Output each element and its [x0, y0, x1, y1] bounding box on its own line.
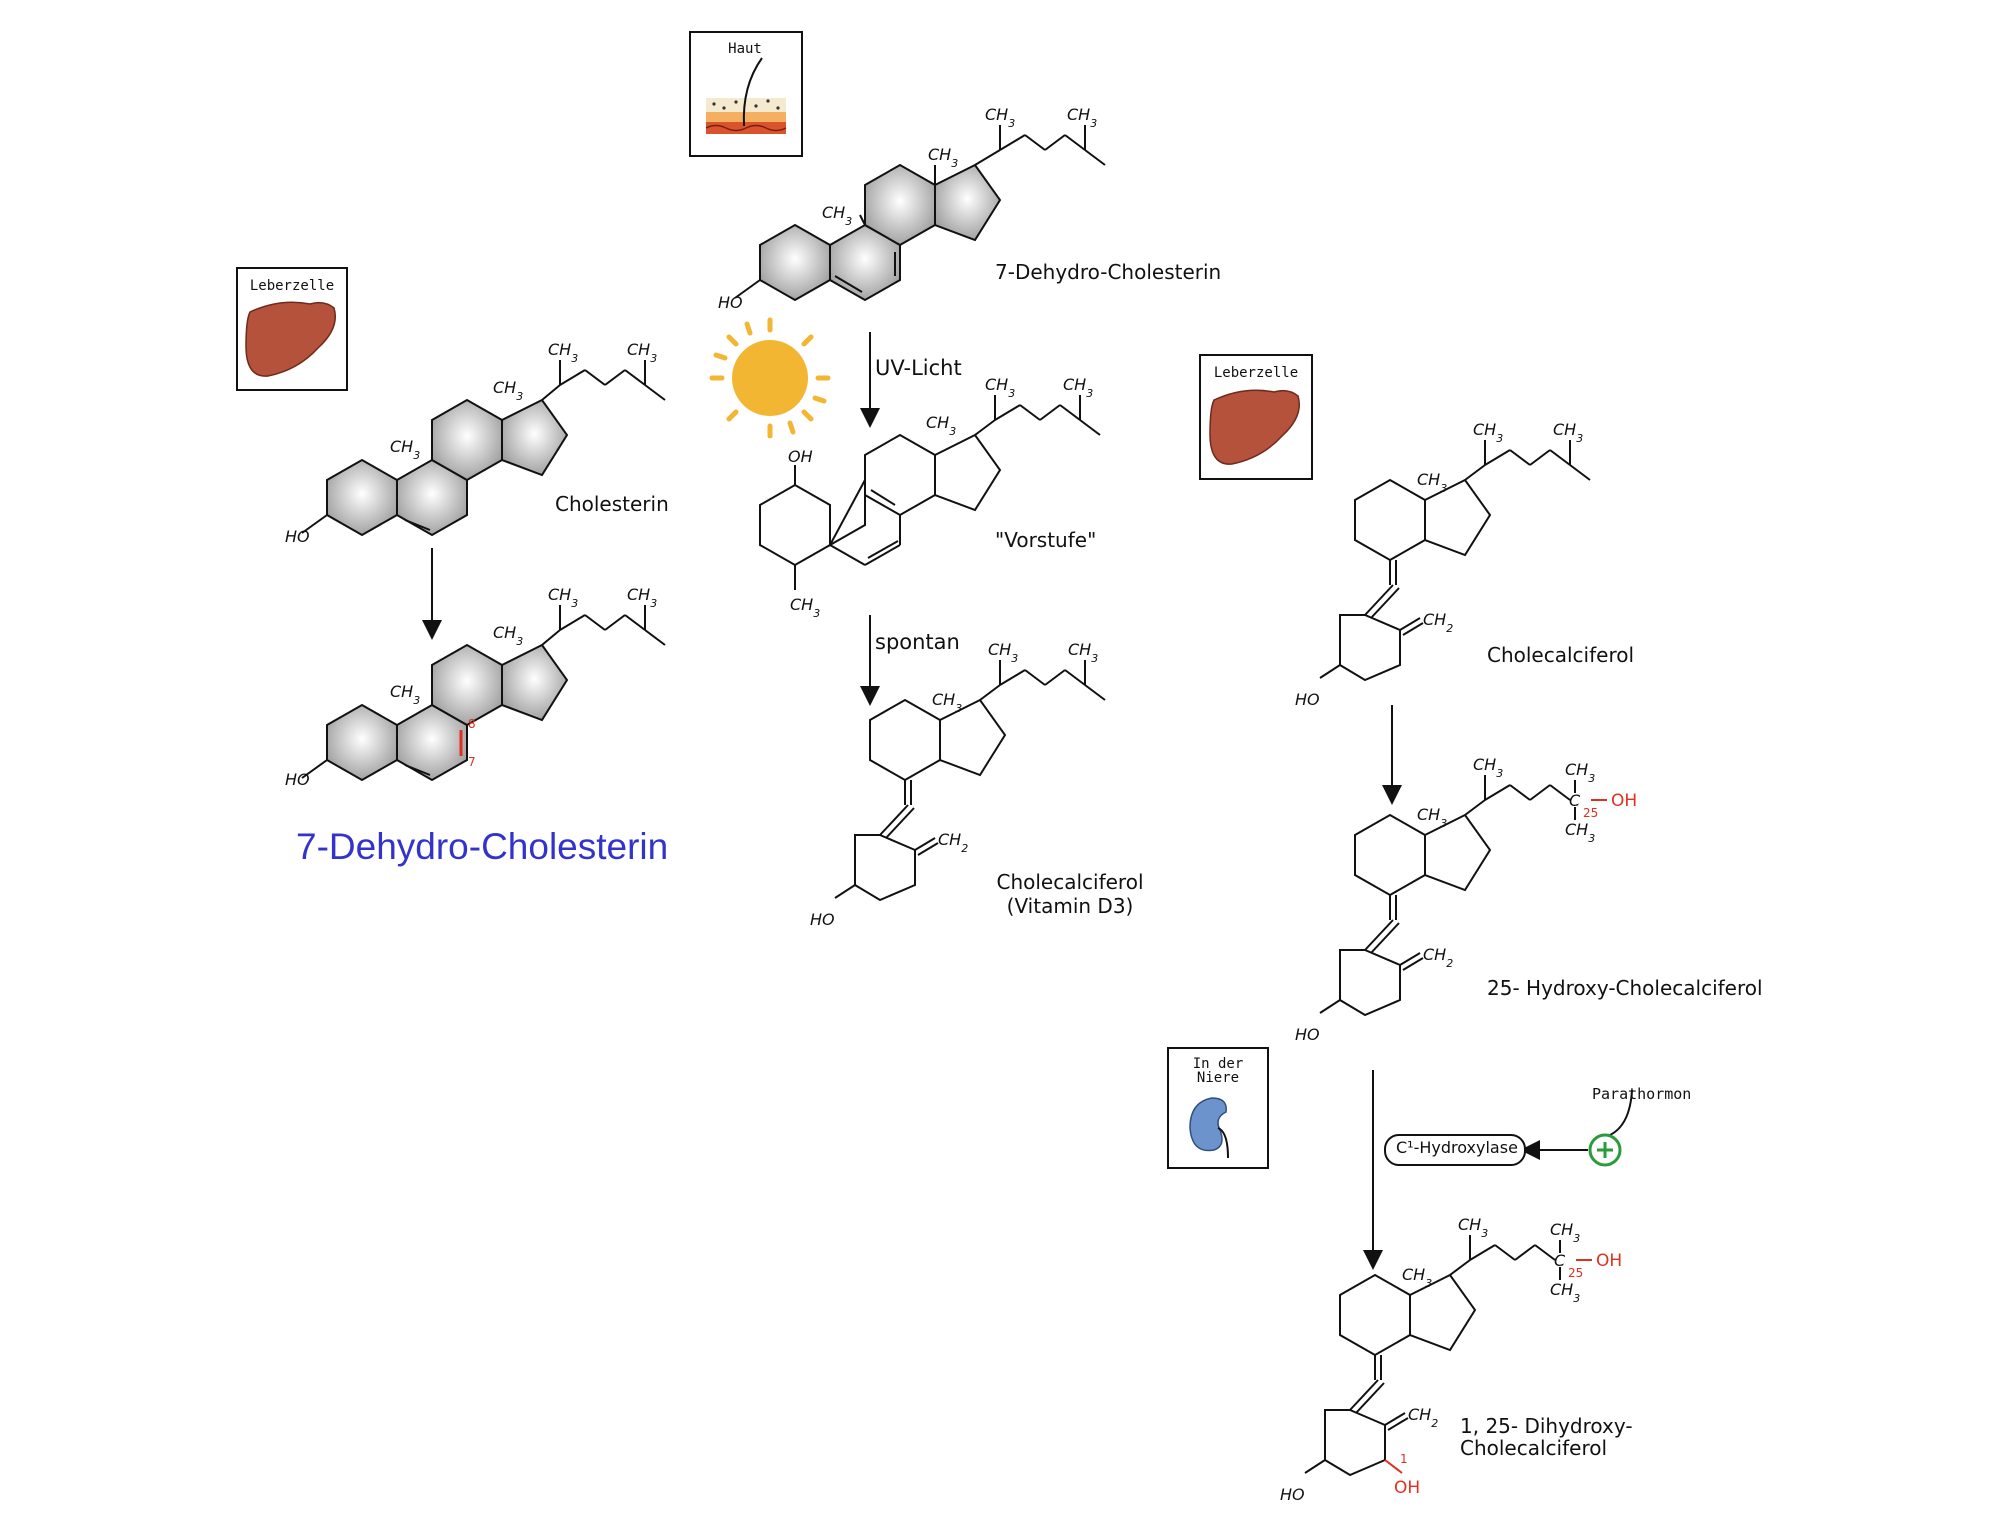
svg-text:CH3: CH3: [1553, 420, 1583, 445]
svg-text:CH3: CH3: [1550, 1280, 1580, 1305]
liver-icon-right: Leberzelle: [1199, 354, 1313, 480]
svg-text:HO: HO: [810, 910, 835, 929]
svg-text:7: 7: [468, 755, 476, 769]
svg-text:HO: HO: [718, 293, 743, 312]
liver-icon-left: Leberzelle: [236, 267, 348, 391]
svg-text:HO: HO: [1280, 1485, 1305, 1504]
svg-text:CH3: CH3: [1565, 820, 1595, 845]
svg-text:CH3: CH3: [1417, 805, 1447, 830]
skin-icon: Haut: [689, 31, 803, 157]
svg-text:CH3: CH3: [493, 378, 523, 403]
svg-text:CH2: CH2: [1408, 1405, 1438, 1430]
svg-text:1: 1: [1400, 1452, 1408, 1466]
svg-text:CH3: CH3: [548, 340, 578, 365]
svg-text:CH3: CH3: [985, 375, 1015, 400]
liver-right-label: Leberzelle: [1214, 365, 1298, 381]
svg-text:CH2: CH2: [938, 830, 968, 855]
svg-text:CH3: CH3: [627, 585, 657, 610]
parathormone-curve: [1609, 1089, 1633, 1136]
svg-text:CH3: CH3: [627, 340, 657, 365]
label-vorstufe: "Vorstufe": [995, 528, 1097, 552]
svg-text:CH2: CH2: [1423, 945, 1453, 970]
svg-text:CH3: CH3: [493, 623, 523, 648]
svg-text:CH3: CH3: [1068, 640, 1098, 665]
svg-text:OH: OH: [1596, 1251, 1622, 1271]
label-25-hydroxy: 25- Hydroxy-Cholecalciferol: [1487, 976, 1763, 1000]
svg-text:HO: HO: [285, 527, 310, 546]
svg-text:CH3: CH3: [926, 413, 956, 438]
svg-text:CH3: CH3: [988, 640, 1018, 665]
kidney-icon: In der Niere: [1167, 1047, 1269, 1169]
svg-text:CH3: CH3: [1402, 1265, 1432, 1290]
svg-text:25: 25: [1568, 1266, 1583, 1280]
title-7-dehydro-cholesterin: 7-Dehydro-Cholesterin: [296, 826, 669, 867]
svg-text:CH3: CH3: [790, 595, 820, 620]
svg-text:CH3: CH3: [822, 203, 852, 228]
svg-text:OH: OH: [1611, 791, 1637, 811]
molecule-cholesterol: [301, 360, 666, 537]
label-cholecalciferol-right: Cholecalciferol: [1487, 643, 1635, 667]
skin-label: Haut: [728, 41, 762, 57]
svg-text:25: 25: [1583, 806, 1598, 820]
svg-text:CH3: CH3: [1473, 420, 1503, 445]
hydroxylase-box: [1384, 1134, 1526, 1166]
svg-text:CH3: CH3: [1473, 755, 1503, 780]
molecule-1-25-dihydroxy-cholecalciferol: CH3 CH3 CH3 C 25 OH CH3 CH2 HO 1 OH: [1280, 1215, 1622, 1504]
svg-text:CH3: CH3: [1063, 375, 1093, 400]
label-cholesterin: Cholesterin: [555, 492, 669, 516]
svg-text:CH3: CH3: [1458, 1215, 1488, 1240]
molecule-25-hydroxy-cholecalciferol: CH3 CH3 CH3 C 25 OH CH3 CH2 HO: [1295, 755, 1637, 1044]
label-1-25-dihydroxy: 1, 25- Dihydroxy- Cholecalciferol: [1460, 1414, 1633, 1460]
label-spontan: spontan: [875, 630, 960, 654]
svg-text:CH3: CH3: [1417, 470, 1447, 495]
svg-text:CH3: CH3: [1067, 105, 1097, 130]
kidney-label: In der: [1193, 1056, 1244, 1072]
molecule-7-dehydro-cholesterol-top: [734, 125, 1106, 302]
label-7-dehydro-top: 7-Dehydro-Cholesterin: [995, 260, 1222, 284]
svg-text:C: C: [1569, 791, 1581, 810]
molecule-previtamin-d: [759, 395, 1101, 590]
svg-text:CH3: CH3: [928, 145, 958, 170]
sun-icon: [709, 317, 831, 439]
svg-text:Niere: Niere: [1197, 1070, 1239, 1086]
svg-text:HO: HO: [1295, 690, 1320, 709]
svg-text:C: C: [1554, 1251, 1566, 1270]
svg-text:8: 8: [468, 717, 476, 731]
label-uv-licht: UV-Licht: [875, 356, 962, 380]
svg-text:CH3: CH3: [390, 682, 420, 707]
svg-text:CH3: CH3: [548, 585, 578, 610]
label-parathormon: Parathormon: [1592, 1085, 1692, 1103]
label-cholecalciferol-mid: Cholecalciferol (Vitamin D3): [996, 870, 1144, 918]
svg-text:CH3: CH3: [932, 690, 962, 715]
svg-text:HO: HO: [285, 770, 310, 789]
svg-text:CH3: CH3: [1565, 760, 1595, 785]
svg-text:OH: OH: [1394, 1478, 1420, 1498]
liver-left-label: Leberzelle: [250, 278, 334, 294]
molecule-7-dehydro-cholesterol-left: [301, 605, 666, 782]
svg-text:CH3: CH3: [390, 437, 420, 462]
svg-text:OH: OH: [788, 447, 813, 466]
svg-text:CH3: CH3: [1550, 1220, 1580, 1245]
svg-text:CH2: CH2: [1423, 610, 1453, 635]
label-hydroxylase: C¹-Hydroxylase: [1396, 1138, 1518, 1157]
svg-text:HO: HO: [1295, 1025, 1320, 1044]
